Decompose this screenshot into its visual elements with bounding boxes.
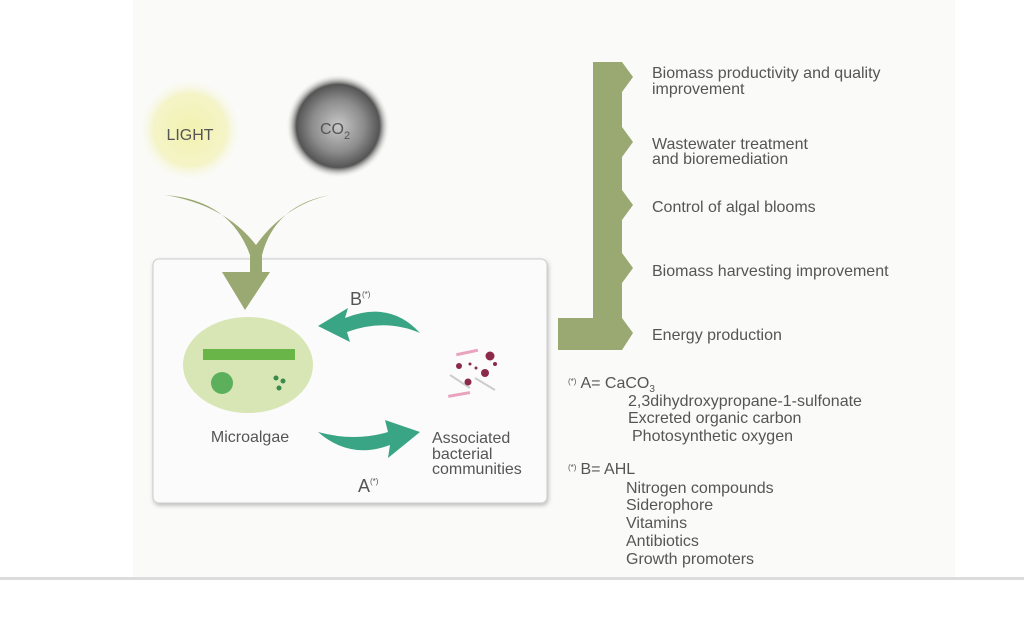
arrow-b-icon <box>318 308 420 342</box>
arrow-a-icon <box>318 420 420 458</box>
svg-text:Vitamins: Vitamins <box>626 515 687 532</box>
svg-text:Biomass harvesting improvement: Biomass harvesting improvement <box>652 263 889 280</box>
microalgae-label: Microalgae <box>211 429 289 446</box>
applications-bracket-icon <box>558 62 633 350</box>
microalgae-cell-icon <box>183 317 313 413</box>
svg-text:communities: communities <box>432 461 522 478</box>
svg-text:Growth promoters: Growth promoters <box>626 551 754 568</box>
svg-text:and bioremediation: and bioremediation <box>652 151 788 168</box>
svg-text:Siderophore: Siderophore <box>626 497 713 514</box>
bacteria-icon <box>447 348 497 398</box>
svg-text:Excreted organic carbon: Excreted organic carbon <box>628 410 801 427</box>
applications-list: Biomass productivity and quality improve… <box>652 65 889 344</box>
svg-text:Control of algal blooms: Control of algal blooms <box>652 199 816 216</box>
input-arrow-icon <box>165 195 330 310</box>
svg-text:Energy production: Energy production <box>652 327 782 344</box>
svg-text:Associated: Associated <box>432 430 510 447</box>
svg-text:Antibiotics: Antibiotics <box>626 533 699 550</box>
svg-text:LIGHT: LIGHT <box>166 127 213 144</box>
svg-text:(*)B= AHL: (*)B= AHL <box>568 461 635 478</box>
svg-text:CO2: CO2 <box>320 121 350 142</box>
svg-text:bacterial: bacterial <box>432 446 492 463</box>
legend: (*)A= CaCO3 2,3dihydroxypropane-1-sulfon… <box>568 375 862 568</box>
svg-text:Biomass productivity and quali: Biomass productivity and quality <box>652 65 881 82</box>
arrow-b-label: B(*) <box>350 289 371 309</box>
divider <box>0 577 1024 580</box>
svg-text:Photosynthetic oxygen: Photosynthetic oxygen <box>632 428 793 445</box>
svg-text:improvement: improvement <box>652 81 745 98</box>
svg-text:Wastewater treatment: Wastewater treatment <box>652 136 808 153</box>
svg-text:Nitrogen compounds: Nitrogen compounds <box>626 480 774 497</box>
arrow-a-label: A(*) <box>358 476 379 496</box>
light-source: LIGHT <box>138 78 242 182</box>
svg-text:2,3dihydroxypropane-1-sulfonat: 2,3dihydroxypropane-1-sulfonate <box>628 393 862 410</box>
svg-text:(*)A= CaCO3: (*)A= CaCO3 <box>568 375 655 395</box>
bacteria-label: Associated bacterial communities <box>432 430 522 478</box>
co2-source: CO2 <box>286 74 390 178</box>
